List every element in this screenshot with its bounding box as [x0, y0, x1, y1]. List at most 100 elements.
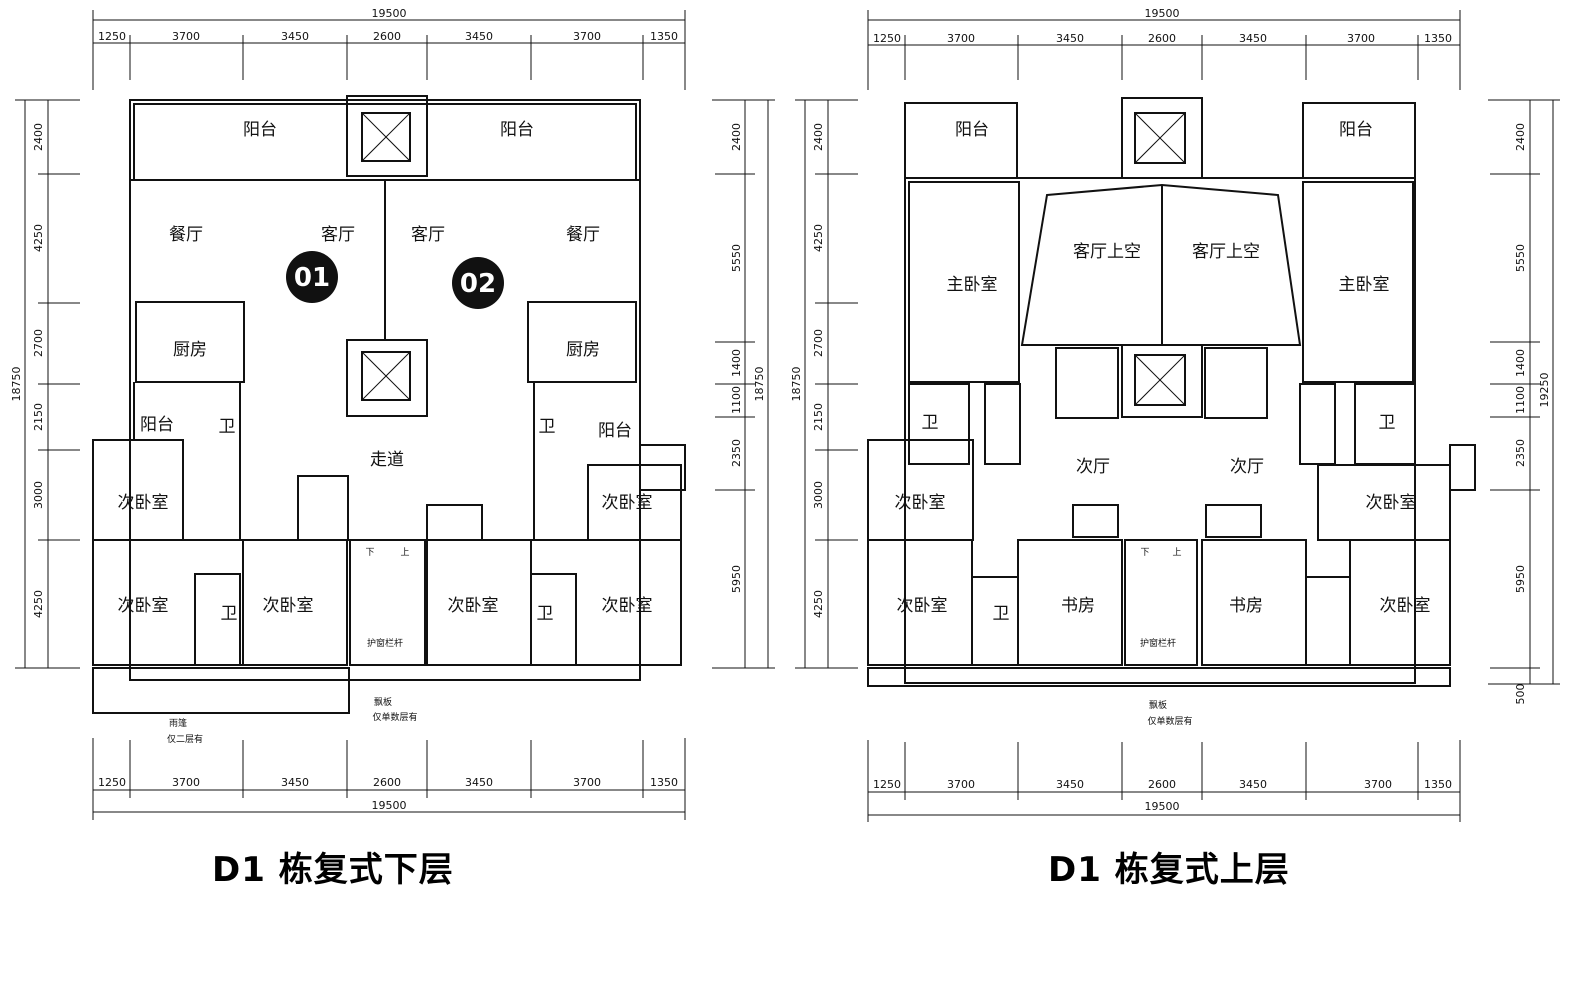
dim-seg: 1250 — [98, 30, 126, 43]
dim-seg: 3700 — [573, 30, 601, 43]
dim-seg: 2600 — [373, 776, 401, 789]
dim-total: 18750 — [790, 367, 803, 402]
dim-seg: 3450 — [1239, 32, 1267, 45]
room-label: 阳台 — [1339, 120, 1373, 140]
dim-seg: 3700 — [947, 32, 975, 45]
room-label: 次卧室 — [118, 596, 169, 616]
dim-seg: 4250 — [32, 590, 45, 618]
dim-seg: 5950 — [1514, 565, 1527, 593]
dim-seg: 1400 — [1514, 349, 1527, 377]
room-label: 阳台 — [243, 120, 277, 140]
stair-note: 护窗栏杆 — [1140, 637, 1176, 649]
room-label: 卫 — [539, 417, 556, 437]
left-dimensions — [15, 99, 80, 669]
unit-badge-02 — [452, 257, 504, 309]
dim-seg: 4250 — [812, 590, 825, 618]
bottom-dimensions — [92, 738, 686, 820]
dim-seg: 1350 — [650, 776, 678, 789]
stair-label: 上 — [1172, 547, 1181, 558]
dim-seg: 1350 — [1424, 778, 1452, 791]
dim-seg: 2350 — [1514, 439, 1527, 467]
dim-seg: 500 — [1514, 684, 1527, 705]
dim-total: 19500 — [1145, 800, 1180, 813]
room-label: 次卧室 — [1366, 493, 1417, 513]
room-label: 阳台 — [500, 120, 534, 140]
dim-seg: 2400 — [1514, 123, 1527, 151]
stair-label: 下 — [365, 548, 374, 558]
dim-seg: 1100 — [730, 386, 743, 414]
room-label: 次厅 — [1076, 457, 1110, 477]
dim-seg: 3450 — [1056, 32, 1084, 45]
room-label: 书房 — [1229, 596, 1263, 616]
dim-seg: 2150 — [812, 403, 825, 431]
room-label: 卫 — [922, 413, 939, 433]
dim-seg: 1250 — [98, 776, 126, 789]
walls — [867, 97, 1476, 687]
room-label: 卫 — [1379, 413, 1396, 433]
dim-seg: 3700 — [172, 776, 200, 789]
note-label: 仅单数层有 — [372, 711, 417, 723]
unit-number: 02 — [460, 269, 496, 299]
room-label: 客厅 — [411, 225, 445, 245]
room-label: 阳台 — [598, 421, 632, 441]
dim-seg: 5550 — [730, 244, 743, 272]
dim-seg: 2400 — [32, 123, 45, 151]
note-label: 仅单数层有 — [1147, 715, 1192, 727]
dim-total: 19500 — [372, 799, 407, 812]
dim-seg: 3700 — [1364, 778, 1392, 791]
room-label: 次卧室 — [602, 596, 653, 616]
upper-floor-labels: 19500 1250 3700 3450 2600 3450 3700 1350… — [790, 7, 1551, 813]
dim-seg: 2350 — [730, 439, 743, 467]
left-dimensions — [795, 99, 858, 669]
upper-floor-caption: D1 栋复式上层 — [1048, 850, 1290, 890]
room-label: 次卧室 — [448, 596, 499, 616]
room-label: 餐厅 — [566, 225, 600, 245]
room-label: 主卧室 — [1339, 275, 1390, 295]
room-label: 次卧室 — [897, 596, 948, 616]
unit-number: 01 — [294, 263, 330, 293]
dim-seg: 1350 — [650, 30, 678, 43]
dim-total: 18750 — [10, 367, 23, 402]
right-dimensions — [1488, 99, 1560, 685]
dim-seg: 3000 — [812, 481, 825, 509]
dim-seg: 1400 — [730, 349, 743, 377]
dim-seg: 1250 — [873, 778, 901, 791]
dim-seg: 3450 — [465, 776, 493, 789]
bottom-dimensions — [867, 740, 1461, 822]
dim-seg: 3700 — [573, 776, 601, 789]
dim-seg: 3450 — [1239, 778, 1267, 791]
dim-seg: 2600 — [373, 30, 401, 43]
unit-badge-01 — [286, 251, 338, 303]
dim-seg: 2700 — [812, 329, 825, 357]
dim-seg: 5950 — [730, 565, 743, 593]
dim-total: 18750 — [753, 367, 766, 402]
room-label: 次卧室 — [118, 493, 169, 513]
dim-seg: 3450 — [281, 30, 309, 43]
dim-seg: 2150 — [32, 403, 45, 431]
dim-seg: 1350 — [1424, 32, 1452, 45]
room-label: 阳台 — [955, 120, 989, 140]
dim-seg: 1100 — [1514, 386, 1527, 414]
room-label: 次卧室 — [602, 493, 653, 513]
dim-seg: 3700 — [1347, 32, 1375, 45]
dim-seg: 2600 — [1148, 32, 1176, 45]
dim-seg: 4250 — [812, 224, 825, 252]
dim-seg: 3450 — [281, 776, 309, 789]
room-label: 餐厅 — [169, 225, 203, 245]
dim-seg: 3700 — [172, 30, 200, 43]
dim-seg: 1250 — [873, 32, 901, 45]
room-label: 次卧室 — [263, 596, 314, 616]
upper-floor-plan — [795, 10, 1560, 822]
room-label: 走道 — [370, 450, 404, 470]
room-label: 卫 — [993, 604, 1010, 624]
lower-floor-caption: D1 栋复式下层 — [212, 850, 454, 890]
room-label: 卫 — [221, 604, 238, 624]
top-dimensions — [867, 10, 1461, 90]
dim-seg: 3000 — [32, 481, 45, 509]
dim-seg: 2700 — [32, 329, 45, 357]
top-dimensions — [92, 10, 686, 90]
dim-total: 19500 — [372, 7, 407, 20]
note-label: 雨篷 — [169, 717, 187, 729]
stair-label: 下 — [1140, 548, 1149, 558]
